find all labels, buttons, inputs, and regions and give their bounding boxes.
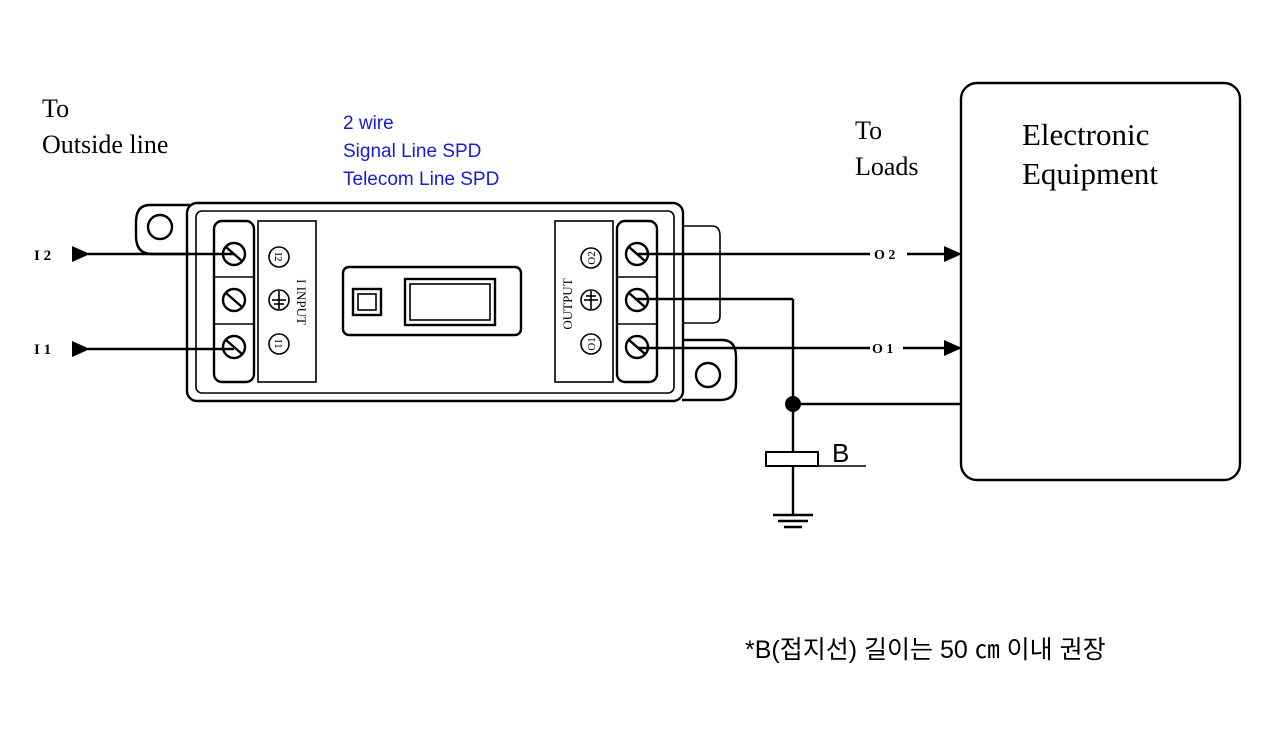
output-panel-outline [554,220,614,383]
spd-device: I2 I1 I INPUT OUTPUT O2 [134,201,738,403]
input-label-panel: I2 I1 I INPUT [257,220,317,383]
outside-line-label-to: To [42,94,69,123]
output-label-o2-circle [580,247,602,269]
ground-junction-dot [785,396,801,412]
output-o2-label: O 2 [874,248,895,263]
electronic-equipment-box: Electronic Equipment [959,81,1242,482]
ground-conductor-b [765,451,819,467]
status-window-frame [341,265,523,337]
output-label-panel: OUTPUT O2 O1 [554,220,614,383]
equipment-outline [959,81,1242,482]
output-wires: O 2 O 1 [637,246,962,357]
outside-line-label-text: Outside line [42,130,168,159]
spd-title: 2 wire Signal Line SPD Telecom Line SPD [343,113,499,190]
right-mount-hole [694,361,722,389]
device-inner-frame [195,210,675,394]
input-i2-arrow [72,246,90,262]
output-label-o1: O1 [586,337,598,350]
earth-ground-icon [773,513,813,529]
status-window [341,265,523,337]
right-side-tab [682,225,721,324]
loads-label: To Loads [855,116,919,181]
output-block-label: OUTPUT [560,278,575,329]
input-label-i2: I2 [272,252,284,261]
ground-b-label: B [832,438,849,468]
ground-length-footnote: *B(접지선) 길이는 50 ㎝ 이내 권장 [745,636,1106,664]
equipment-label-line2: Equipment [1022,156,1158,191]
spd-title-signal: Signal Line SPD [343,141,481,162]
equipment-label-line1: Electronic [1022,117,1149,152]
input-i2-label: I 2 [34,248,51,264]
output-ground-symbol [580,289,602,311]
output-label-o1-circle [580,333,602,355]
input-block-label: I INPUT [294,279,309,325]
spd-title-telecom: Telecom Line SPD [343,169,499,190]
output-o1-arrow [944,340,962,356]
loads-label-text: Loads [855,152,919,181]
input-i1-label: I 1 [34,342,51,358]
output-o2-arrow [944,246,962,262]
ground-wiring: B [637,297,961,529]
spd-title-wire: 2 wire [343,113,394,134]
loads-label-to: To [855,116,882,145]
right-mounting-ear [682,338,738,402]
input-terminal-strip [212,219,256,384]
left-mount-hole [146,213,174,241]
input-terminal-block [212,219,256,384]
input-label-i1-circle [268,333,290,355]
output-label-o2: O2 [586,251,598,264]
input-i1-arrow [72,341,90,357]
status-display-window [403,277,497,327]
output-terminal-block [615,219,659,384]
left-mounting-ear [134,203,190,256]
input-panel-outline [257,220,317,383]
input-ground-symbol [268,289,290,311]
input-label-i1: I1 [272,339,284,348]
device-body [185,201,685,403]
output-terminal-strip [615,219,659,384]
output-o1-label: O 1 [872,342,893,357]
input-label-i2-circle [268,246,290,268]
status-indicator-square [351,287,383,317]
outside-line-label: To Outside line [42,94,168,159]
terminal-screw-ground-in [221,287,247,313]
terminal-screw-i1 [221,334,247,360]
input-wires: I 2 I 1 [34,246,234,358]
